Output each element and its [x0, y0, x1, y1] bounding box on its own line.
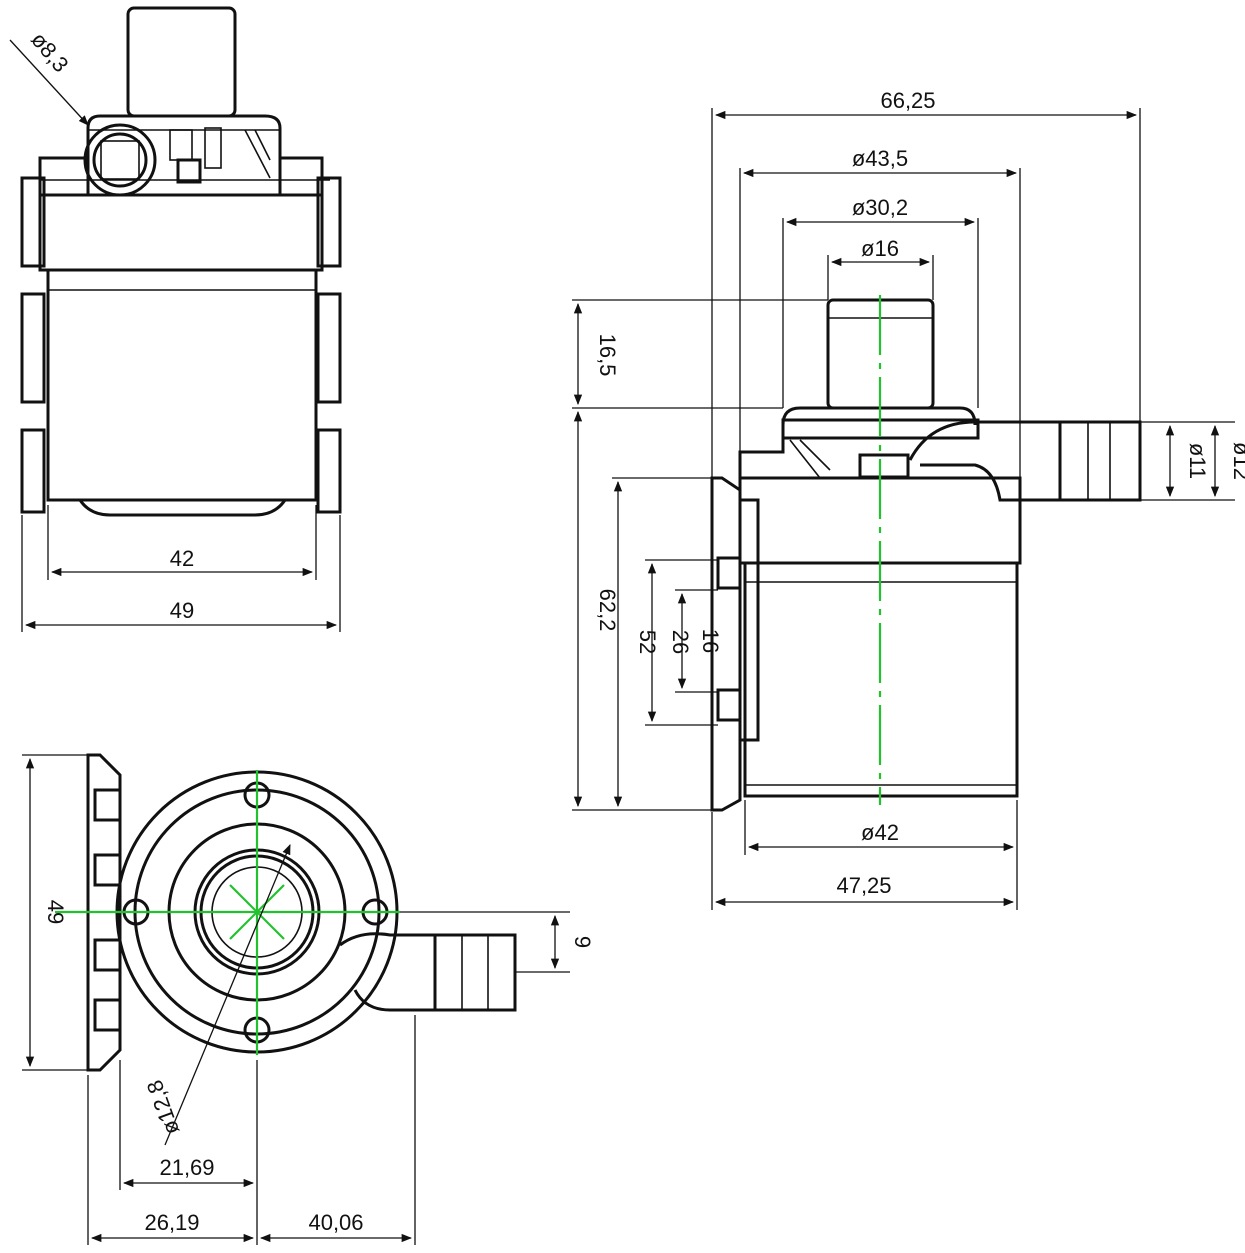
inlet-diameter-label: ø8,3: [26, 27, 73, 77]
hole-inner-dim: 16: [698, 629, 723, 653]
body-height-dim: 62,2: [595, 589, 620, 632]
top-diameter-dim: ø30,2: [852, 195, 908, 220]
hole-spacing-dim: 26: [668, 630, 693, 654]
outlet-height-dim: 16,5: [595, 334, 620, 377]
left-span-dim: 26,19: [144, 1210, 199, 1235]
flange-diameter-dim: ø43,5: [852, 146, 908, 171]
body-width-label: 42: [170, 546, 194, 571]
overall-width-dim: 66,25: [880, 88, 935, 113]
right-span-dim: 40,06: [308, 1210, 363, 1235]
bolt-circle-dim: ø12,8: [142, 1077, 185, 1138]
mount-height-dim: 52: [635, 630, 660, 654]
base-width-dim: 47,25: [836, 873, 891, 898]
hose-inner-dim: ø11: [1185, 443, 1210, 479]
front-view: ø8,3 42 49: [9, 6, 342, 632]
offset-dim: 9: [570, 936, 595, 948]
body-diameter-dim: ø42: [861, 820, 899, 845]
outlet-diameter-dim: ø16: [861, 236, 899, 261]
hose-outer-dim: ø12: [1229, 442, 1245, 480]
center-offset-dim: 21,69: [159, 1155, 214, 1180]
side-view: 66,25 ø43,5 ø30,2 ø16 16,5 62,2 52 26 16: [572, 88, 1245, 910]
bottom-height-dim: 49: [43, 900, 68, 924]
overall-width-label: 49: [170, 598, 194, 623]
bottom-view: 49 9 ø12,8 21,69 26,19 40,06: [22, 753, 595, 1245]
